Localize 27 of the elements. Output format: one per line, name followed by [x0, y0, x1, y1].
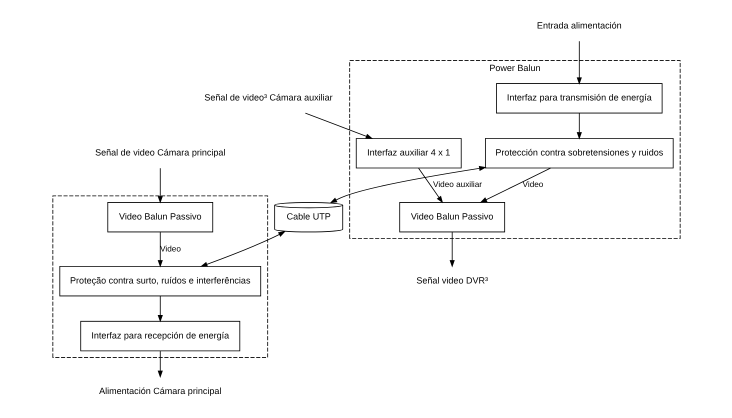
node-text: Entrada alimentación — [536, 20, 622, 30]
node-text: Alimentación Cámara principal — [98, 386, 221, 396]
node-text: Señal video DVR³ — [416, 275, 488, 286]
arrow — [576, 40, 582, 85]
node-text: Señal de video Cámara principal — [94, 148, 225, 158]
node-text: Señal de video³ Cámara auxiliar — [204, 92, 332, 103]
edge-label: Video — [522, 180, 543, 189]
node-box: Protección contra sobretensiones y ruidos — [484, 138, 674, 168]
arrow — [157, 350, 162, 378]
arrow — [304, 112, 373, 139]
arrow — [200, 231, 286, 267]
node-box: Video Balun Passivo — [398, 202, 505, 232]
arrow — [157, 168, 162, 204]
edge-label: Video auxiliar — [432, 180, 482, 189]
node-box: Interfaz auxiliar 4 x 1 — [355, 138, 462, 168]
edge-label: Video — [160, 244, 180, 254]
arrow — [576, 112, 582, 140]
arrow — [329, 166, 486, 204]
arrow — [479, 168, 551, 203]
node-box: Interfaz para transmisión de energía — [496, 83, 662, 114]
node-box: Proteção contra surto, ruídos e interferências — [58, 266, 261, 296]
arrow — [157, 296, 162, 322]
arrow — [418, 168, 443, 204]
arrow — [157, 232, 162, 268]
node-box: Interfaz para recepción de energía — [80, 320, 240, 352]
node-box: Video Balun Passivo — [106, 202, 213, 232]
arrow — [449, 232, 454, 268]
